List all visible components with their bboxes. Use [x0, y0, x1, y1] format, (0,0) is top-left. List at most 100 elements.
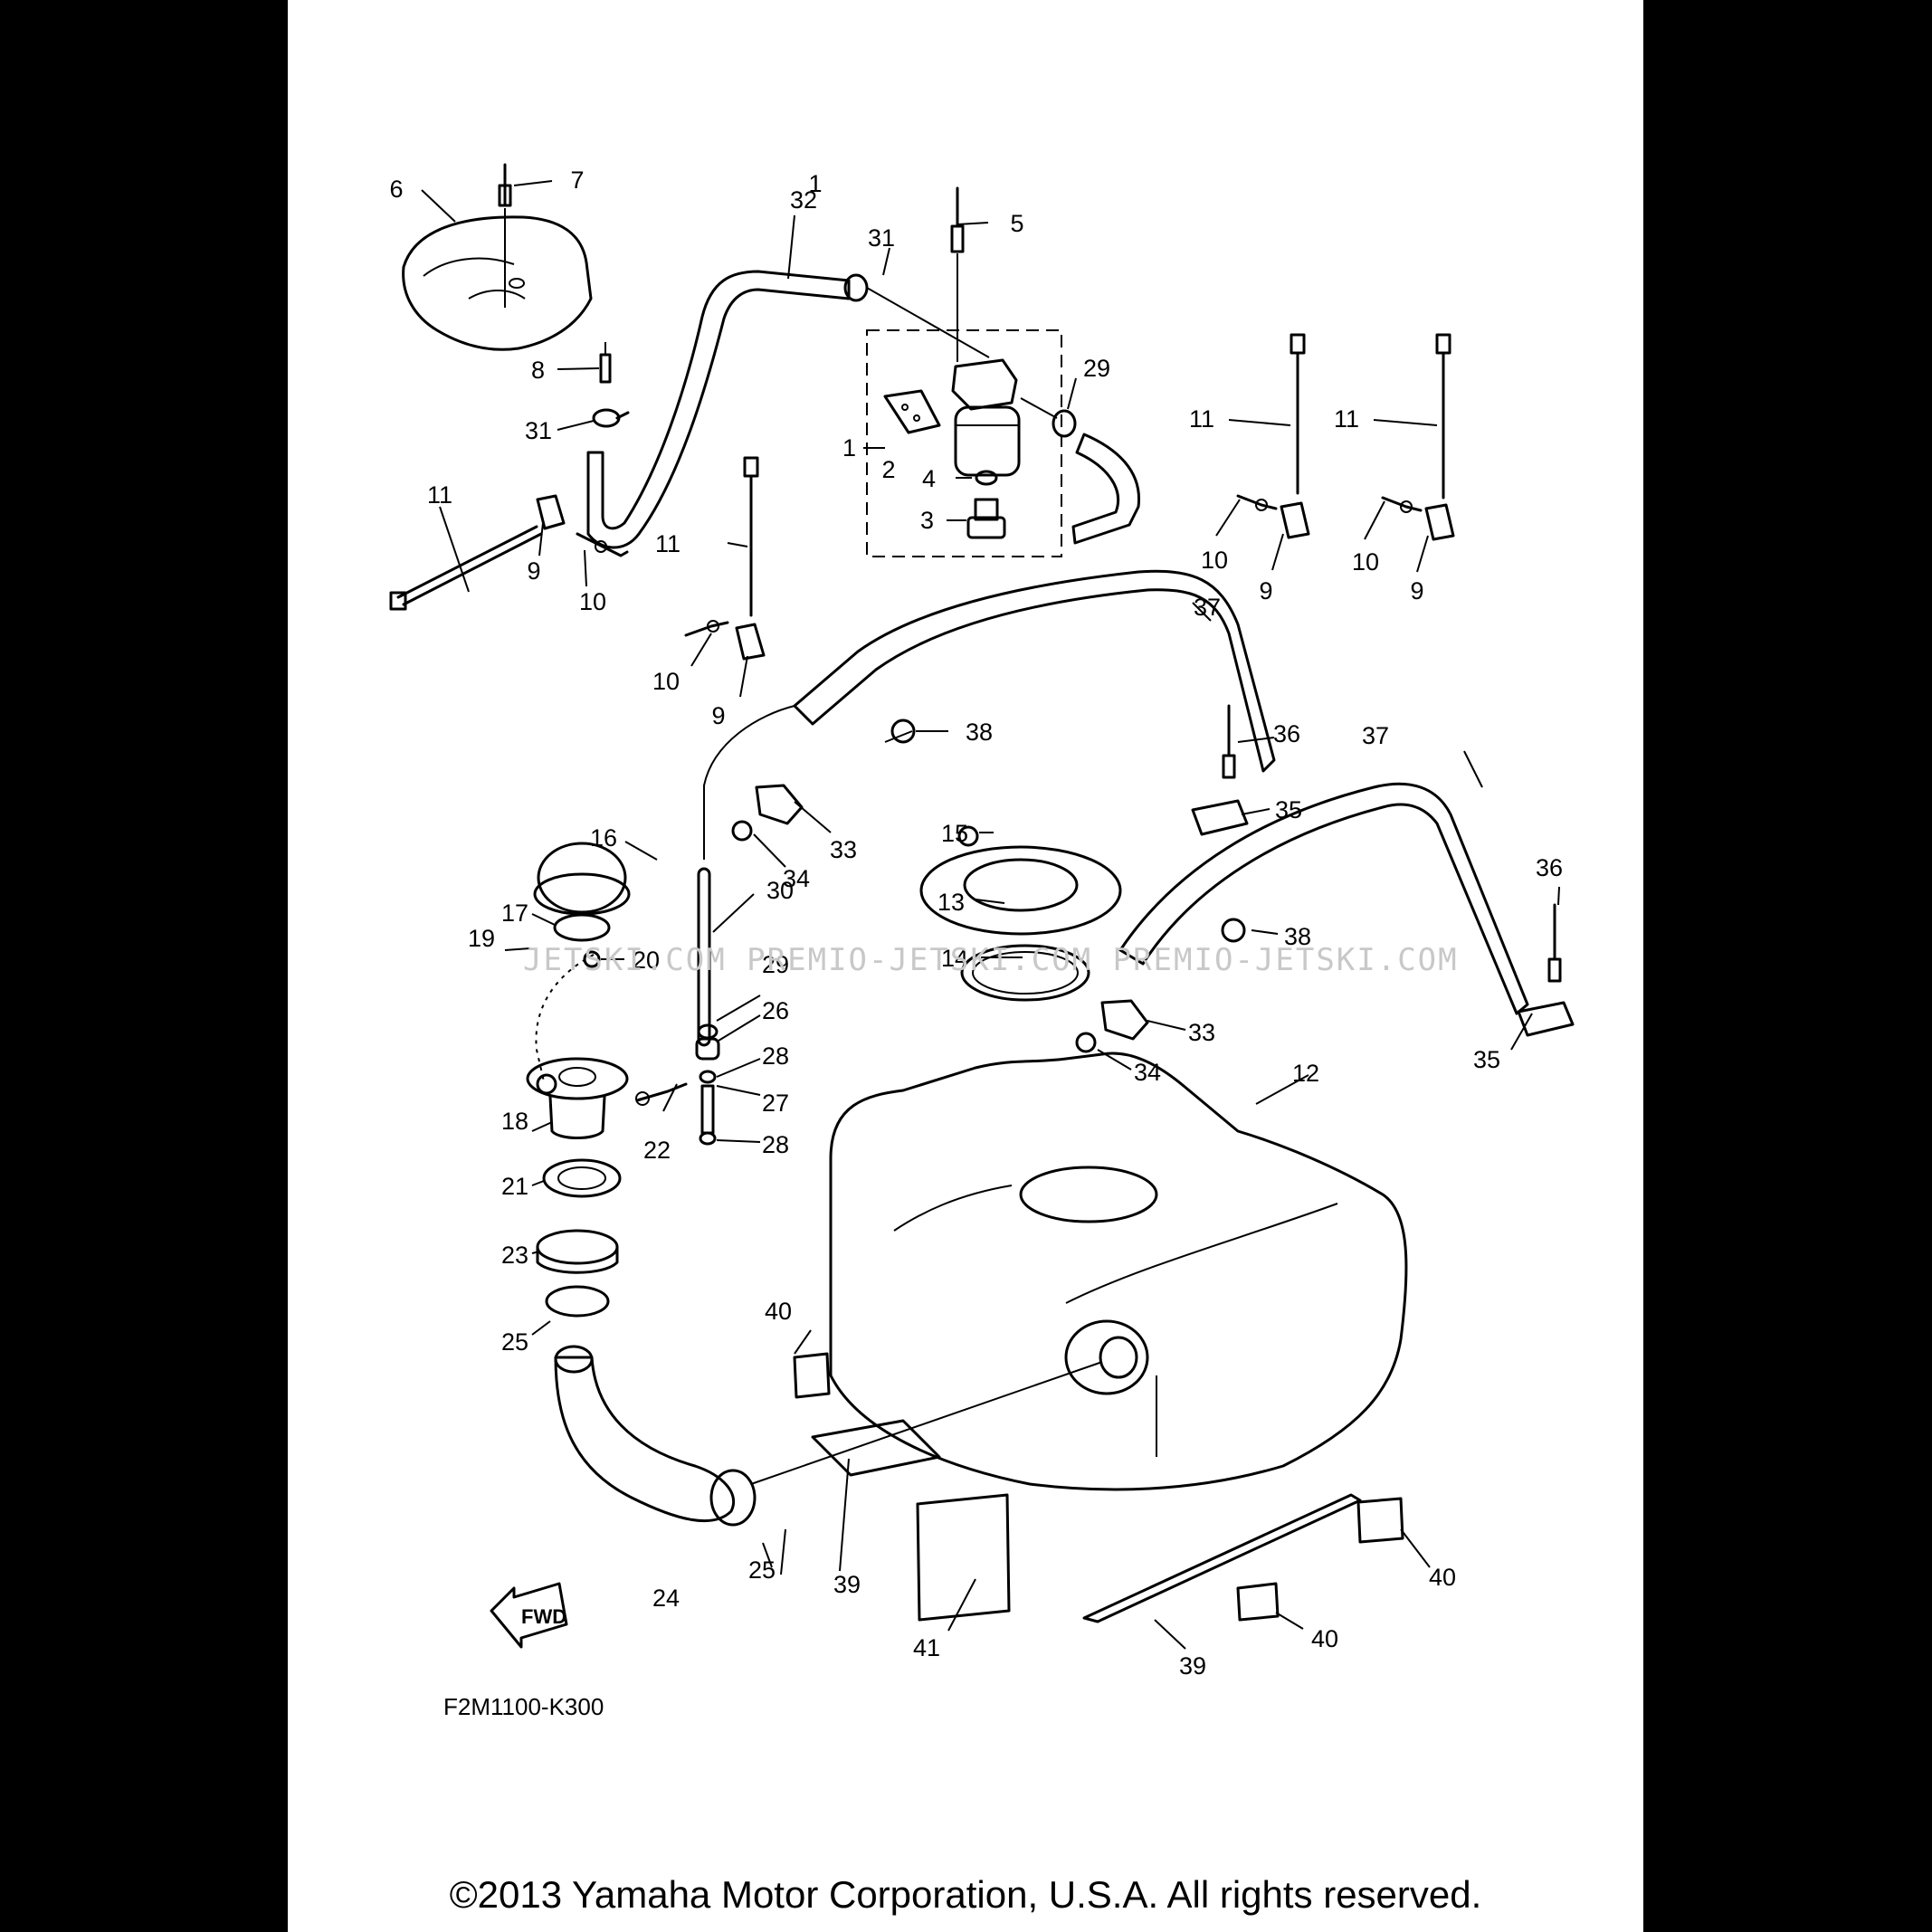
- parts-diagram-sheet: FWD: [288, 0, 1643, 1932]
- part-20-screw: [583, 950, 601, 968]
- callout-10-b: 10: [652, 668, 680, 695]
- part-18-filler-neck: [526, 1057, 629, 1139]
- callout-2: 2: [881, 456, 895, 483]
- callout-37-b: 37: [1362, 722, 1389, 749]
- part-9-holder-right2: [1424, 503, 1455, 541]
- callout-16: 16: [590, 824, 617, 852]
- callout-23: 23: [501, 1242, 528, 1269]
- callout-36-a: 36: [1273, 720, 1300, 747]
- part-24-filler-hose: [554, 1345, 736, 1523]
- part-36-rivet-lower: [1547, 903, 1562, 983]
- callout-labels: 1 2 1 3 4 5 6 7 8 9 9 9 9 10 10 10 10 11…: [389, 167, 1563, 1680]
- part-12-fuel-tank: [829, 1052, 1408, 1491]
- part-34-bolt-upper: [731, 820, 753, 842]
- callout-1: 1: [808, 170, 822, 197]
- callout-4: 4: [922, 465, 936, 492]
- part-9-holder-right1: [1280, 501, 1310, 539]
- part-38-bolt-upper: [884, 719, 916, 744]
- part-14-gasket: [960, 944, 1090, 1002]
- callout-29-a: 29: [1083, 355, 1110, 382]
- part-32-vent-hose: [586, 270, 851, 549]
- part-25-clamp-upper: [545, 1285, 610, 1318]
- callout-12: 12: [1292, 1060, 1319, 1087]
- callout-28-a: 28: [762, 1042, 789, 1070]
- part-15-nut: [957, 825, 979, 847]
- callout-14: 14: [941, 945, 968, 972]
- callout-39-b: 39: [1179, 1652, 1206, 1680]
- part-39-strips: [811, 1419, 1362, 1623]
- fwd-arrow: FWD: [490, 1582, 568, 1649]
- part-2-bracket: [883, 389, 941, 434]
- callout-7: 7: [570, 167, 584, 194]
- part-8-grommet: [599, 342, 612, 384]
- callout-13: 13: [937, 889, 965, 916]
- part-3-drain-plug: [966, 498, 1006, 539]
- part-35-bracket-upper: [1191, 799, 1249, 836]
- callout-37-a: 37: [1194, 594, 1221, 621]
- part-40-pads: [793, 1352, 1404, 1622]
- callout-10-d: 10: [1352, 548, 1379, 576]
- callout-9-c: 9: [1259, 577, 1272, 604]
- callout-41: 41: [913, 1634, 940, 1661]
- part-11-cable-tie-right1: [1290, 333, 1306, 495]
- part-41-pad: [916, 1493, 1011, 1622]
- callout-5: 5: [1010, 210, 1023, 237]
- callout-9-d: 9: [1410, 577, 1423, 604]
- callout-31-b: 31: [868, 224, 895, 252]
- callout-11-a: 11: [427, 481, 452, 509]
- part-29-clamp: [1020, 397, 1077, 438]
- part-34-bolt-lower: [1075, 1032, 1097, 1053]
- callout-38-a: 38: [966, 719, 993, 746]
- part-26-check-valve: [695, 1023, 720, 1061]
- part-25-clamp-lower: [709, 1361, 1103, 1527]
- part-27-hose: [700, 1084, 715, 1135]
- callout-25-a: 25: [501, 1328, 528, 1356]
- part-38-bolt-lower: [1221, 918, 1246, 943]
- watermark-text: JETSKI.COM PREMIO-JETSKI.COM PREMIO-JETS…: [523, 942, 1459, 978]
- callout-20: 20: [633, 947, 660, 974]
- callout-22: 22: [643, 1137, 671, 1164]
- part-11-cable-tie-mid: [743, 456, 759, 617]
- callout-29-b: 29: [762, 951, 789, 978]
- callout-30: 30: [766, 877, 794, 904]
- callout-17: 17: [501, 899, 528, 927]
- part-33-nut-lower: [1100, 999, 1149, 1041]
- part-6-cover: [402, 215, 593, 351]
- callout-6: 6: [389, 176, 403, 203]
- callout-40-c: 40: [1311, 1625, 1338, 1652]
- callout-11-c: 11: [1189, 405, 1214, 433]
- part-37-strap-lower: [1118, 782, 1529, 1015]
- part-13-fuel-sender-plate: [919, 845, 1122, 936]
- callout-39-a: 39: [833, 1571, 861, 1598]
- fuel-tank-exploded-view: FWD: [389, 163, 1575, 1916]
- part-1-fuel-filter-assembly: [866, 329, 1062, 557]
- part-22-bolt: [635, 1082, 688, 1106]
- part-33-nut-upper: [755, 784, 804, 825]
- part-10-rivet-right2: [1381, 496, 1423, 513]
- callout-18: 18: [501, 1108, 528, 1135]
- callout-24: 24: [652, 1585, 680, 1612]
- part-37-strap-upper: [793, 569, 1276, 773]
- callout-21: 21: [501, 1173, 528, 1200]
- fwd-label: FWD: [521, 1605, 566, 1628]
- callout-9-b: 9: [711, 702, 725, 729]
- callout-10-a: 10: [579, 588, 606, 615]
- leader-lines: [421, 180, 1560, 1650]
- callout-40-b: 40: [1429, 1564, 1456, 1591]
- callout-26: 26: [762, 997, 789, 1024]
- part-21-gasket: [542, 1158, 622, 1198]
- part-11-cable-tie-right2: [1435, 333, 1451, 500]
- part-10-rivet-left: [576, 532, 629, 557]
- part-10-rivet-mid: [684, 620, 729, 637]
- part-16-filler-cap: [533, 842, 631, 916]
- callout-3: 3: [920, 507, 934, 534]
- callout-33-b: 33: [1188, 1019, 1215, 1046]
- callout-1-marker: 1: [842, 434, 856, 462]
- callout-10-c: 10: [1201, 547, 1228, 574]
- callout-33-a: 33: [830, 836, 857, 863]
- callout-9-a: 9: [527, 557, 540, 585]
- callout-38-b: 38: [1284, 923, 1311, 950]
- part-7-rivet: [498, 163, 512, 308]
- part-31-clamp-left: [592, 408, 630, 428]
- callout-11-b: 11: [655, 530, 680, 557]
